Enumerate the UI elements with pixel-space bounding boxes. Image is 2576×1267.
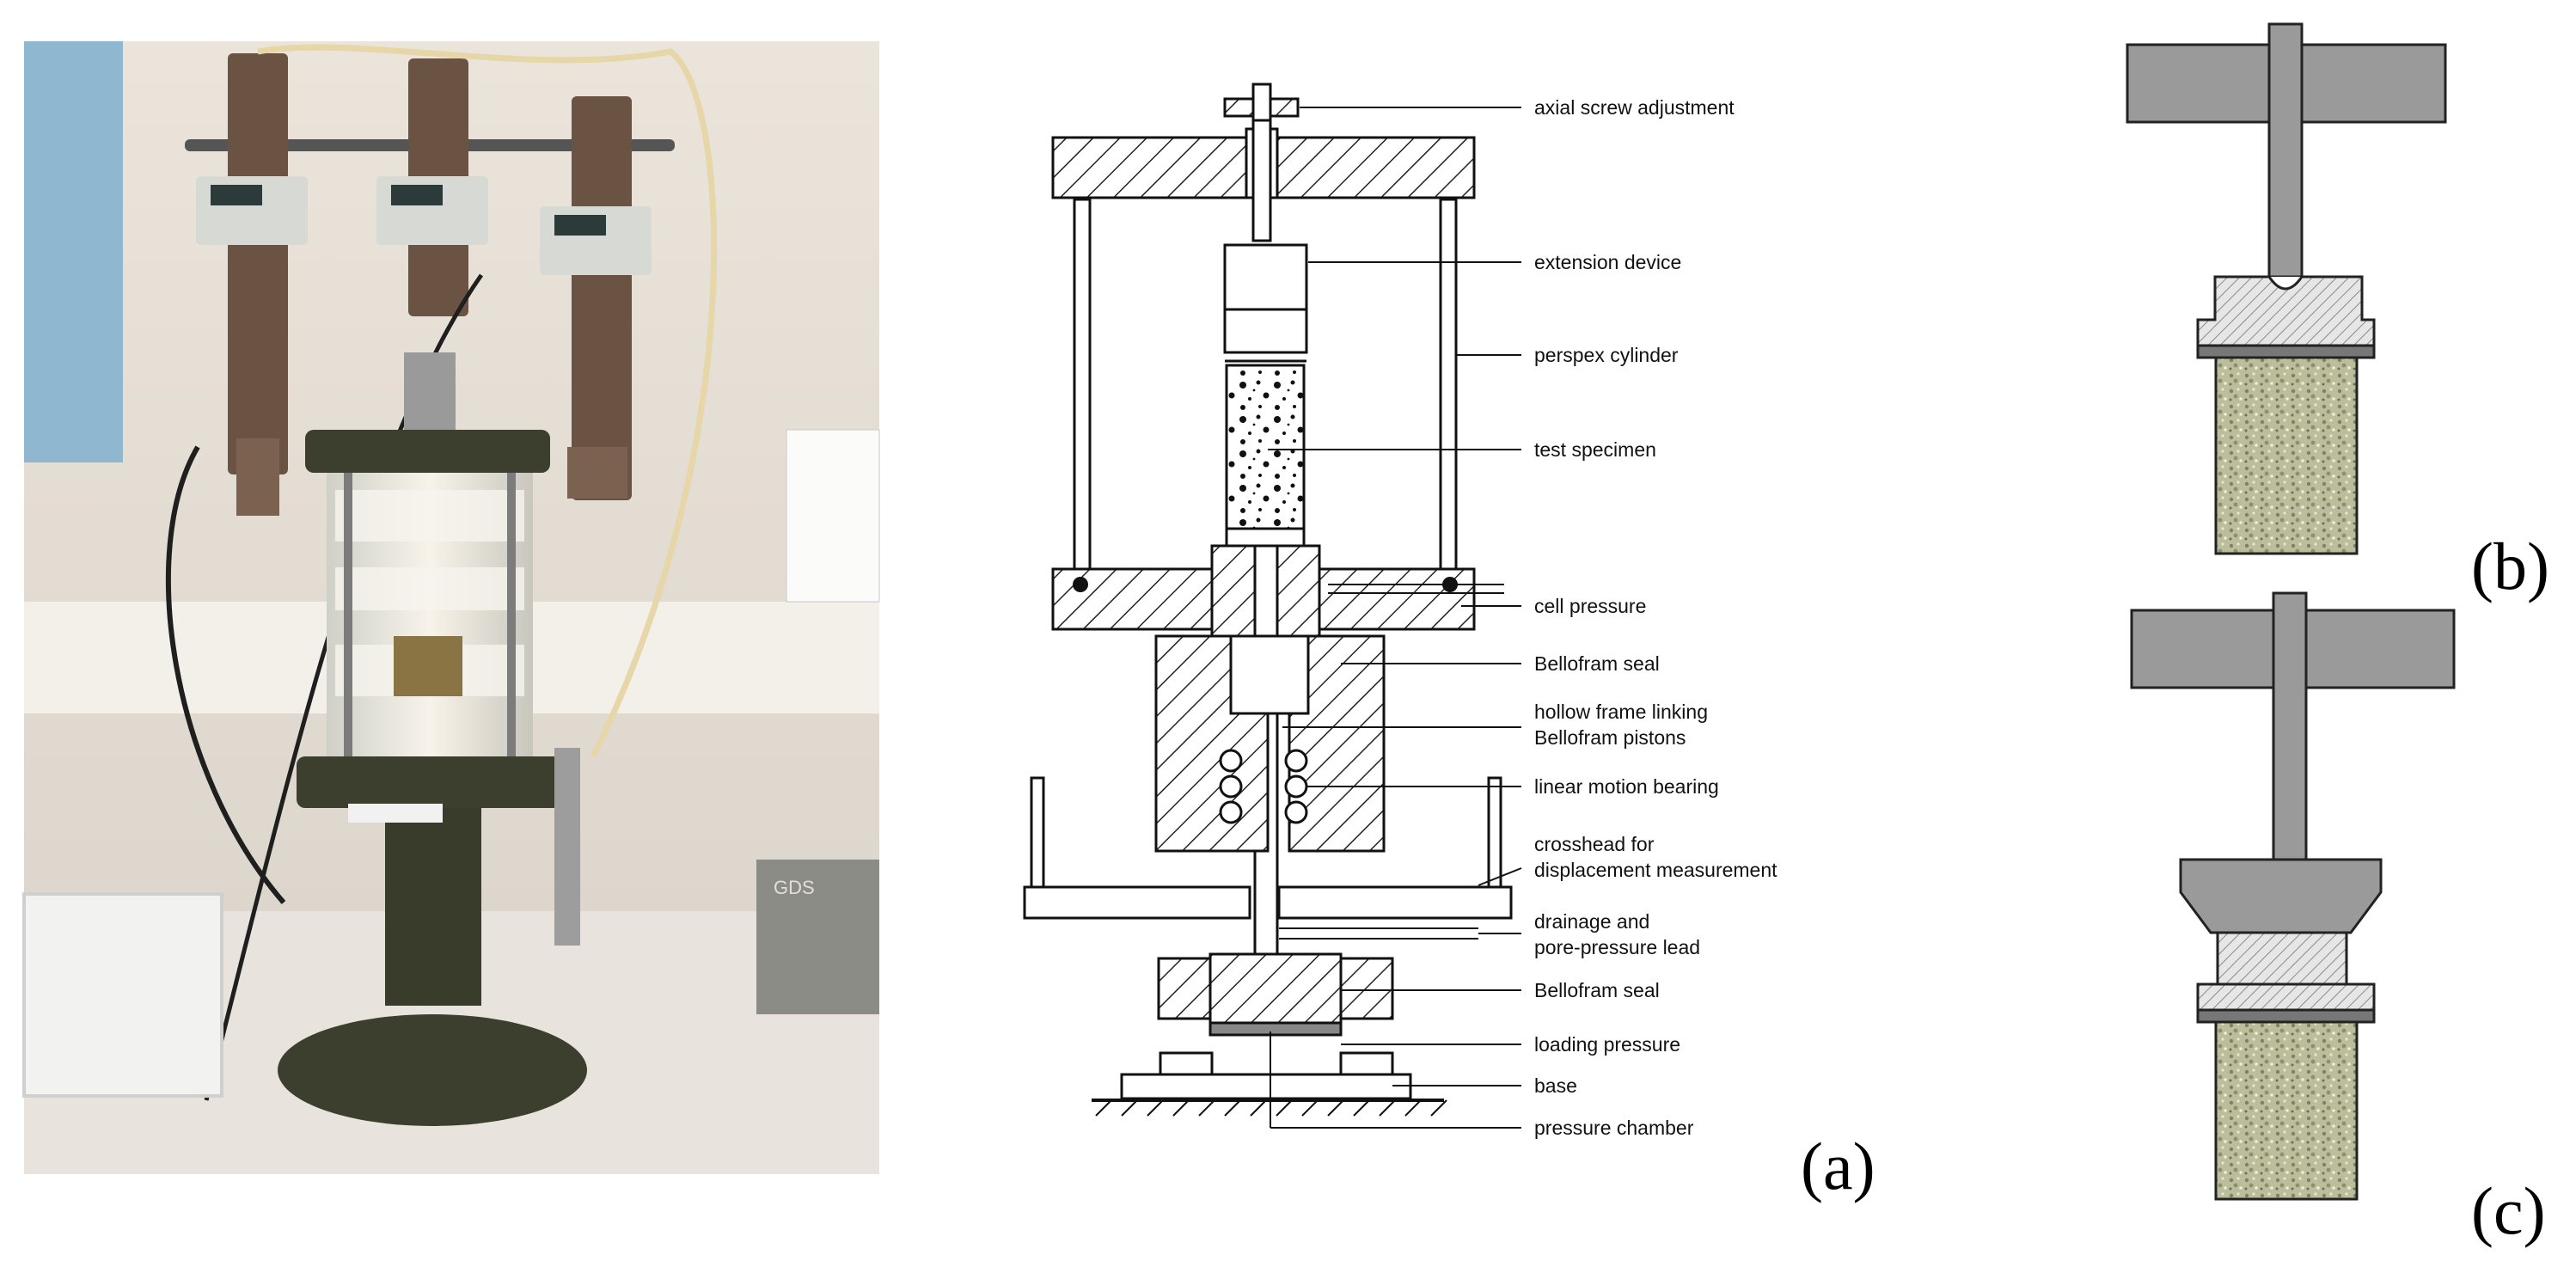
- callout-crosshead-2: displacement measurement: [1534, 859, 1778, 881]
- pressure-controller-3: [540, 96, 652, 500]
- wall-note: [786, 429, 880, 603]
- callout-pressure-chamber: pressure chamber: [1534, 1117, 1694, 1139]
- base-plate: [278, 1014, 587, 1126]
- triaxial-cell-schematic: [1023, 83, 1522, 1129]
- callout-test-specimen: test specimen: [1534, 438, 1656, 461]
- extension-device: [1223, 243, 1308, 311]
- callout-cell-pressure: cell pressure: [1534, 595, 1646, 617]
- loading-rod: [2267, 22, 2304, 284]
- callout-base: base: [1534, 1074, 1577, 1097]
- bench-device-label: GDS: [774, 877, 815, 898]
- pressure-controller-1: [196, 53, 308, 516]
- bearing: [1284, 749, 1308, 773]
- cell-top-plate: [305, 430, 550, 473]
- panel-label-c: (c): [2471, 1173, 2546, 1248]
- callout-drainage-1: drainage and: [1534, 910, 1649, 933]
- crosshead-left: [1023, 885, 1251, 920]
- lvdt: [554, 748, 580, 946]
- panel-label-b: (b): [2471, 529, 2549, 603]
- leader-lines: [1268, 107, 1522, 1129]
- callout-drainage-2: pore-pressure lead: [1534, 936, 1700, 958]
- test-specimen: [1225, 364, 1306, 530]
- soil-specimen: [394, 636, 462, 696]
- cell-base: [297, 756, 563, 808]
- extension-cap: [2179, 858, 2383, 934]
- callout-linear-bearing: linear motion bearing: [1534, 775, 1719, 798]
- bench-device: [756, 860, 879, 1014]
- top-cap: [2216, 931, 2348, 986]
- specimen-cap-detail-c: [2130, 591, 2456, 1201]
- callout-bellofram-seal: Bellofram seal: [1534, 652, 1660, 675]
- callout-loading-pressure: loading pressure: [1534, 1033, 1680, 1056]
- callout-perspex-cylinder: perspex cylinder: [1534, 344, 1679, 366]
- triaxial-apparatus-photo: GDS: [22, 41, 880, 1174]
- tray: [22, 892, 223, 1098]
- ground-hatch: [1095, 1099, 1447, 1117]
- callout-extension-device: extension device: [1534, 251, 1681, 273]
- callout-crosshead-1: crosshead for: [1534, 833, 1655, 855]
- soil-specimen-b: [2214, 356, 2359, 555]
- tie-rod: [1439, 198, 1458, 571]
- callout-bellofram-seal-lower: Bellofram seal: [1534, 979, 1660, 1001]
- specimen-cap-detail-b: [2126, 22, 2447, 555]
- lower-bellofram: [1208, 952, 1343, 1025]
- panel-label-a: (a): [1801, 1129, 1875, 1203]
- bearing: [1219, 800, 1243, 824]
- serial-label: [348, 804, 443, 823]
- tie-rod: [1073, 198, 1092, 571]
- porous-disc: [2196, 344, 2376, 359]
- pedestal: [385, 808, 481, 1006]
- base: [1120, 1073, 1412, 1100]
- loading-ram: [404, 352, 456, 430]
- bearing: [1219, 774, 1243, 799]
- bearing: [1284, 800, 1308, 824]
- pressure-controller-2: [376, 58, 488, 316]
- callout-axial-screw: axial screw adjustment: [1534, 96, 1735, 119]
- crosshead-right: [1277, 885, 1513, 920]
- porous-disc: [2196, 1008, 2376, 1024]
- bearing: [1284, 774, 1308, 799]
- bearing: [1219, 749, 1243, 773]
- callout-hollow-frame-1: hollow frame linking: [1534, 701, 1708, 723]
- loading-rod: [2272, 591, 2308, 870]
- tubing: [257, 44, 718, 758]
- cable: [165, 445, 286, 904]
- soil-specimen-c: [2214, 1020, 2359, 1201]
- schematic-callouts: axial screw adjustment extension device …: [1534, 96, 1778, 1139]
- callout-hollow-frame-2: Bellofram pistons: [1534, 726, 1686, 749]
- control-cabinet: [24, 41, 123, 462]
